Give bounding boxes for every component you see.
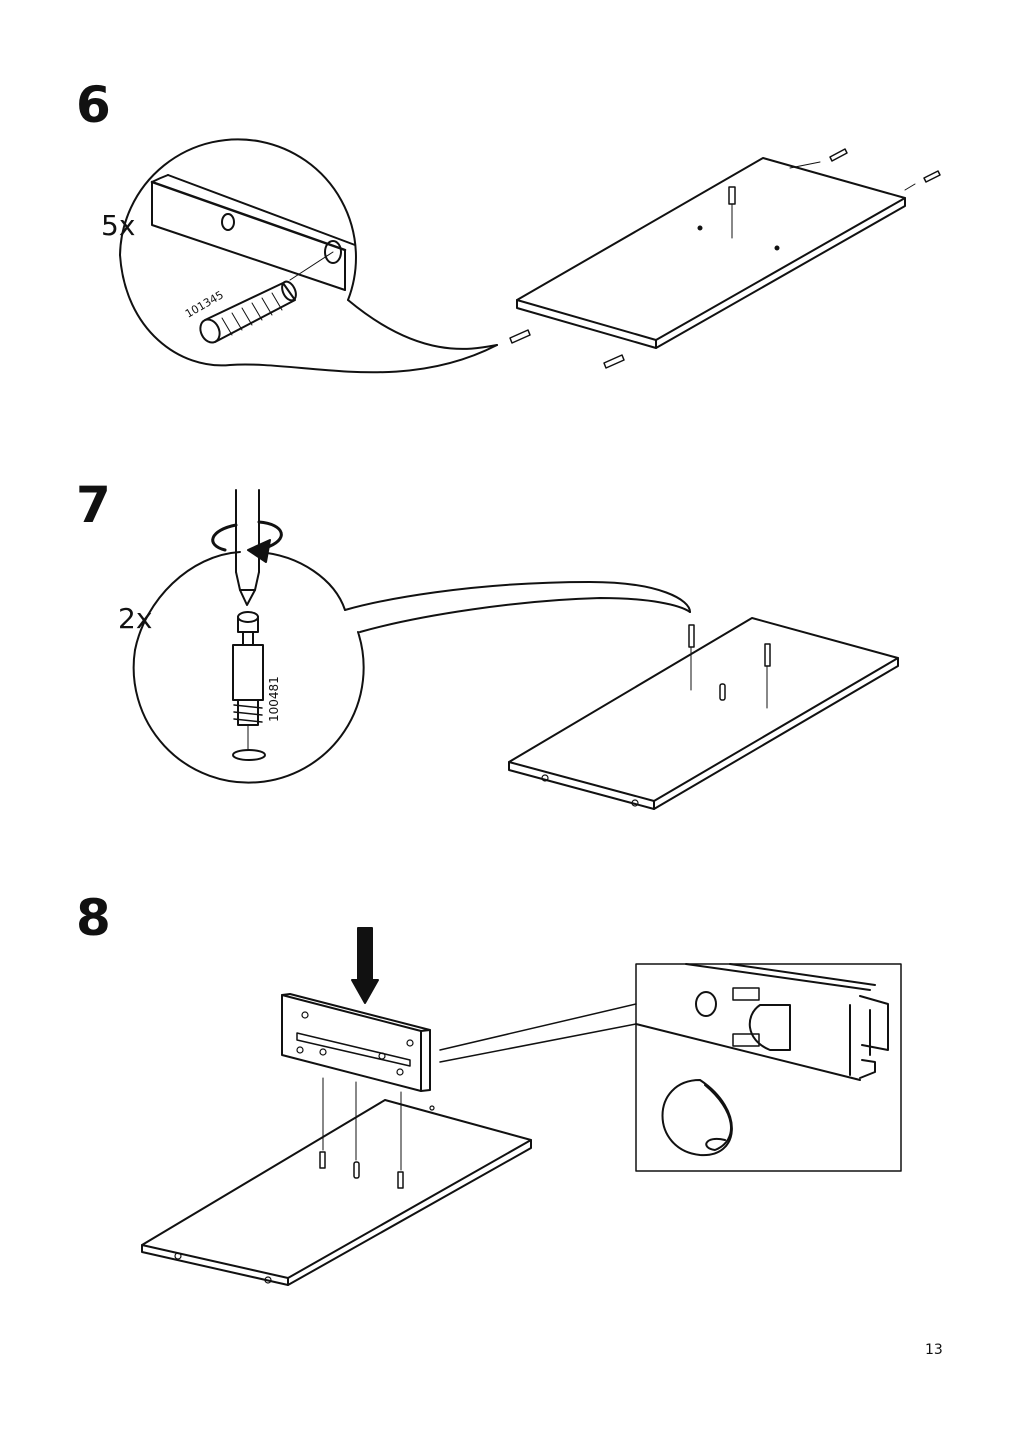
dowel-icon <box>199 280 297 344</box>
rotate-arrow-icon <box>211 520 283 563</box>
step-7-number: 7 <box>76 476 111 534</box>
step-6-quantity: 5x <box>101 209 136 242</box>
step-6-part-number: 101345 <box>183 288 226 320</box>
step-6-number: 6 <box>76 76 111 134</box>
step-8-number: 8 <box>76 889 111 947</box>
detail-box <box>635 963 902 1172</box>
magnifier-circle-icon <box>119 138 498 374</box>
step-6-illustration: 101345 <box>119 138 941 374</box>
step-7-illustration: 100481 <box>132 489 899 810</box>
step-8-illustration <box>141 927 902 1286</box>
cam-bolt-icon <box>232 611 266 761</box>
step-7-part-number: 100481 <box>267 676 281 722</box>
page-number: 13 <box>925 1342 943 1358</box>
down-arrow-icon <box>351 927 379 1004</box>
magnifier-circle-icon <box>132 551 691 784</box>
